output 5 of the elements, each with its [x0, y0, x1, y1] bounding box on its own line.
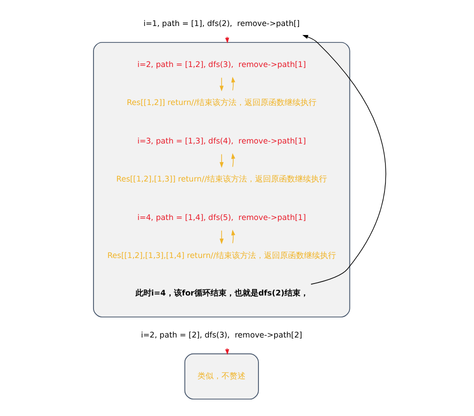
arrow	[225, 36, 230, 44]
cluster	[184, 353, 259, 400]
cluster	[93, 42, 350, 318]
arrow	[225, 348, 230, 355]
arrow	[302, 35, 386, 285]
